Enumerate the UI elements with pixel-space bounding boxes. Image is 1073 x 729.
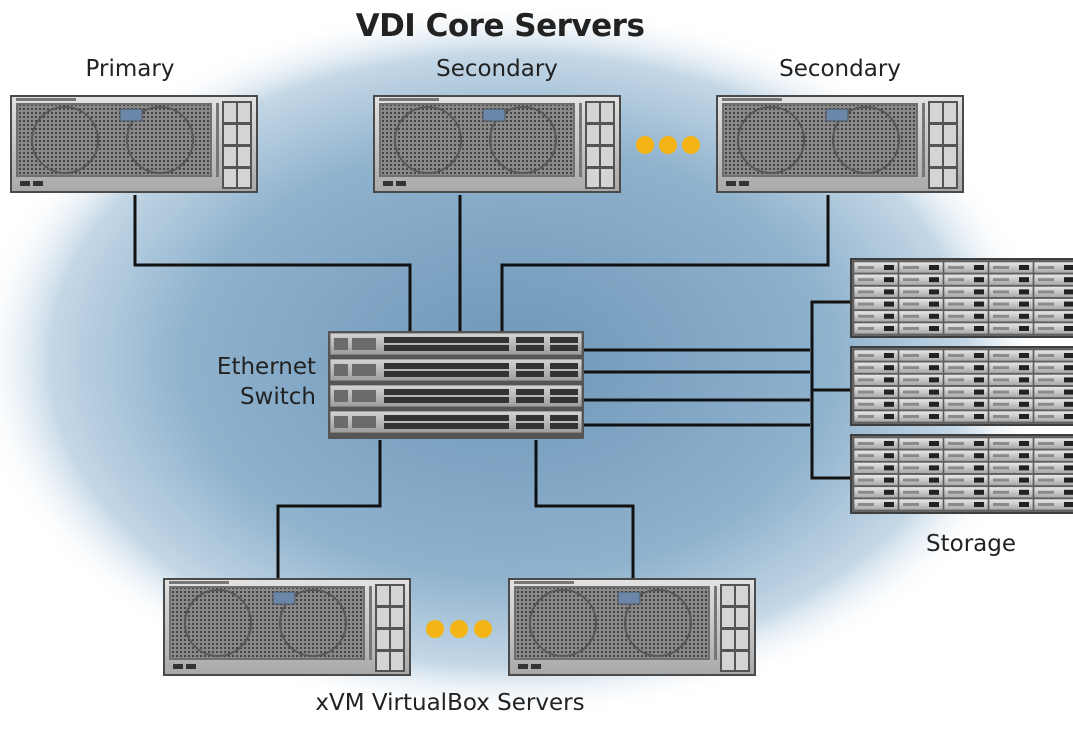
cable-primary [133,195,412,333]
label-secondary-2: Secondary [779,56,901,82]
label-virtualbox-servers: xVM VirtualBox Servers [315,690,585,716]
label-primary: Primary [85,56,175,82]
ethernet-switch [328,331,584,439]
storage-array-2 [850,346,1073,426]
storage-arrays [850,258,1073,514]
network-cables [133,195,852,578]
cable-virtualbox-1 [276,440,382,578]
ellipsis-dots-virtualbox [426,620,492,638]
server-virtualbox-1 [162,577,412,677]
label-secondary-1: Secondary [436,56,558,82]
server-secondary-2 [715,94,965,194]
server-virtualbox-2 [507,577,757,677]
label-ethernet-switch: Ethernet Switch [190,352,316,412]
label-ethernet-switch-line-2: Switch [239,384,316,410]
diagram-title: VDI Core Servers [355,8,645,44]
storage-array-1 [850,258,1073,338]
label-storage: Storage [926,531,1016,557]
cable-secondary-2 [500,195,830,333]
ellipsis-dots-core [636,136,700,154]
label-ethernet-switch-line-1: Ethernet [216,354,316,380]
server-secondary-1 [372,94,622,194]
cable-virtualbox-2 [534,440,635,578]
server-primary [9,94,259,194]
storage-array-3 [850,434,1073,514]
